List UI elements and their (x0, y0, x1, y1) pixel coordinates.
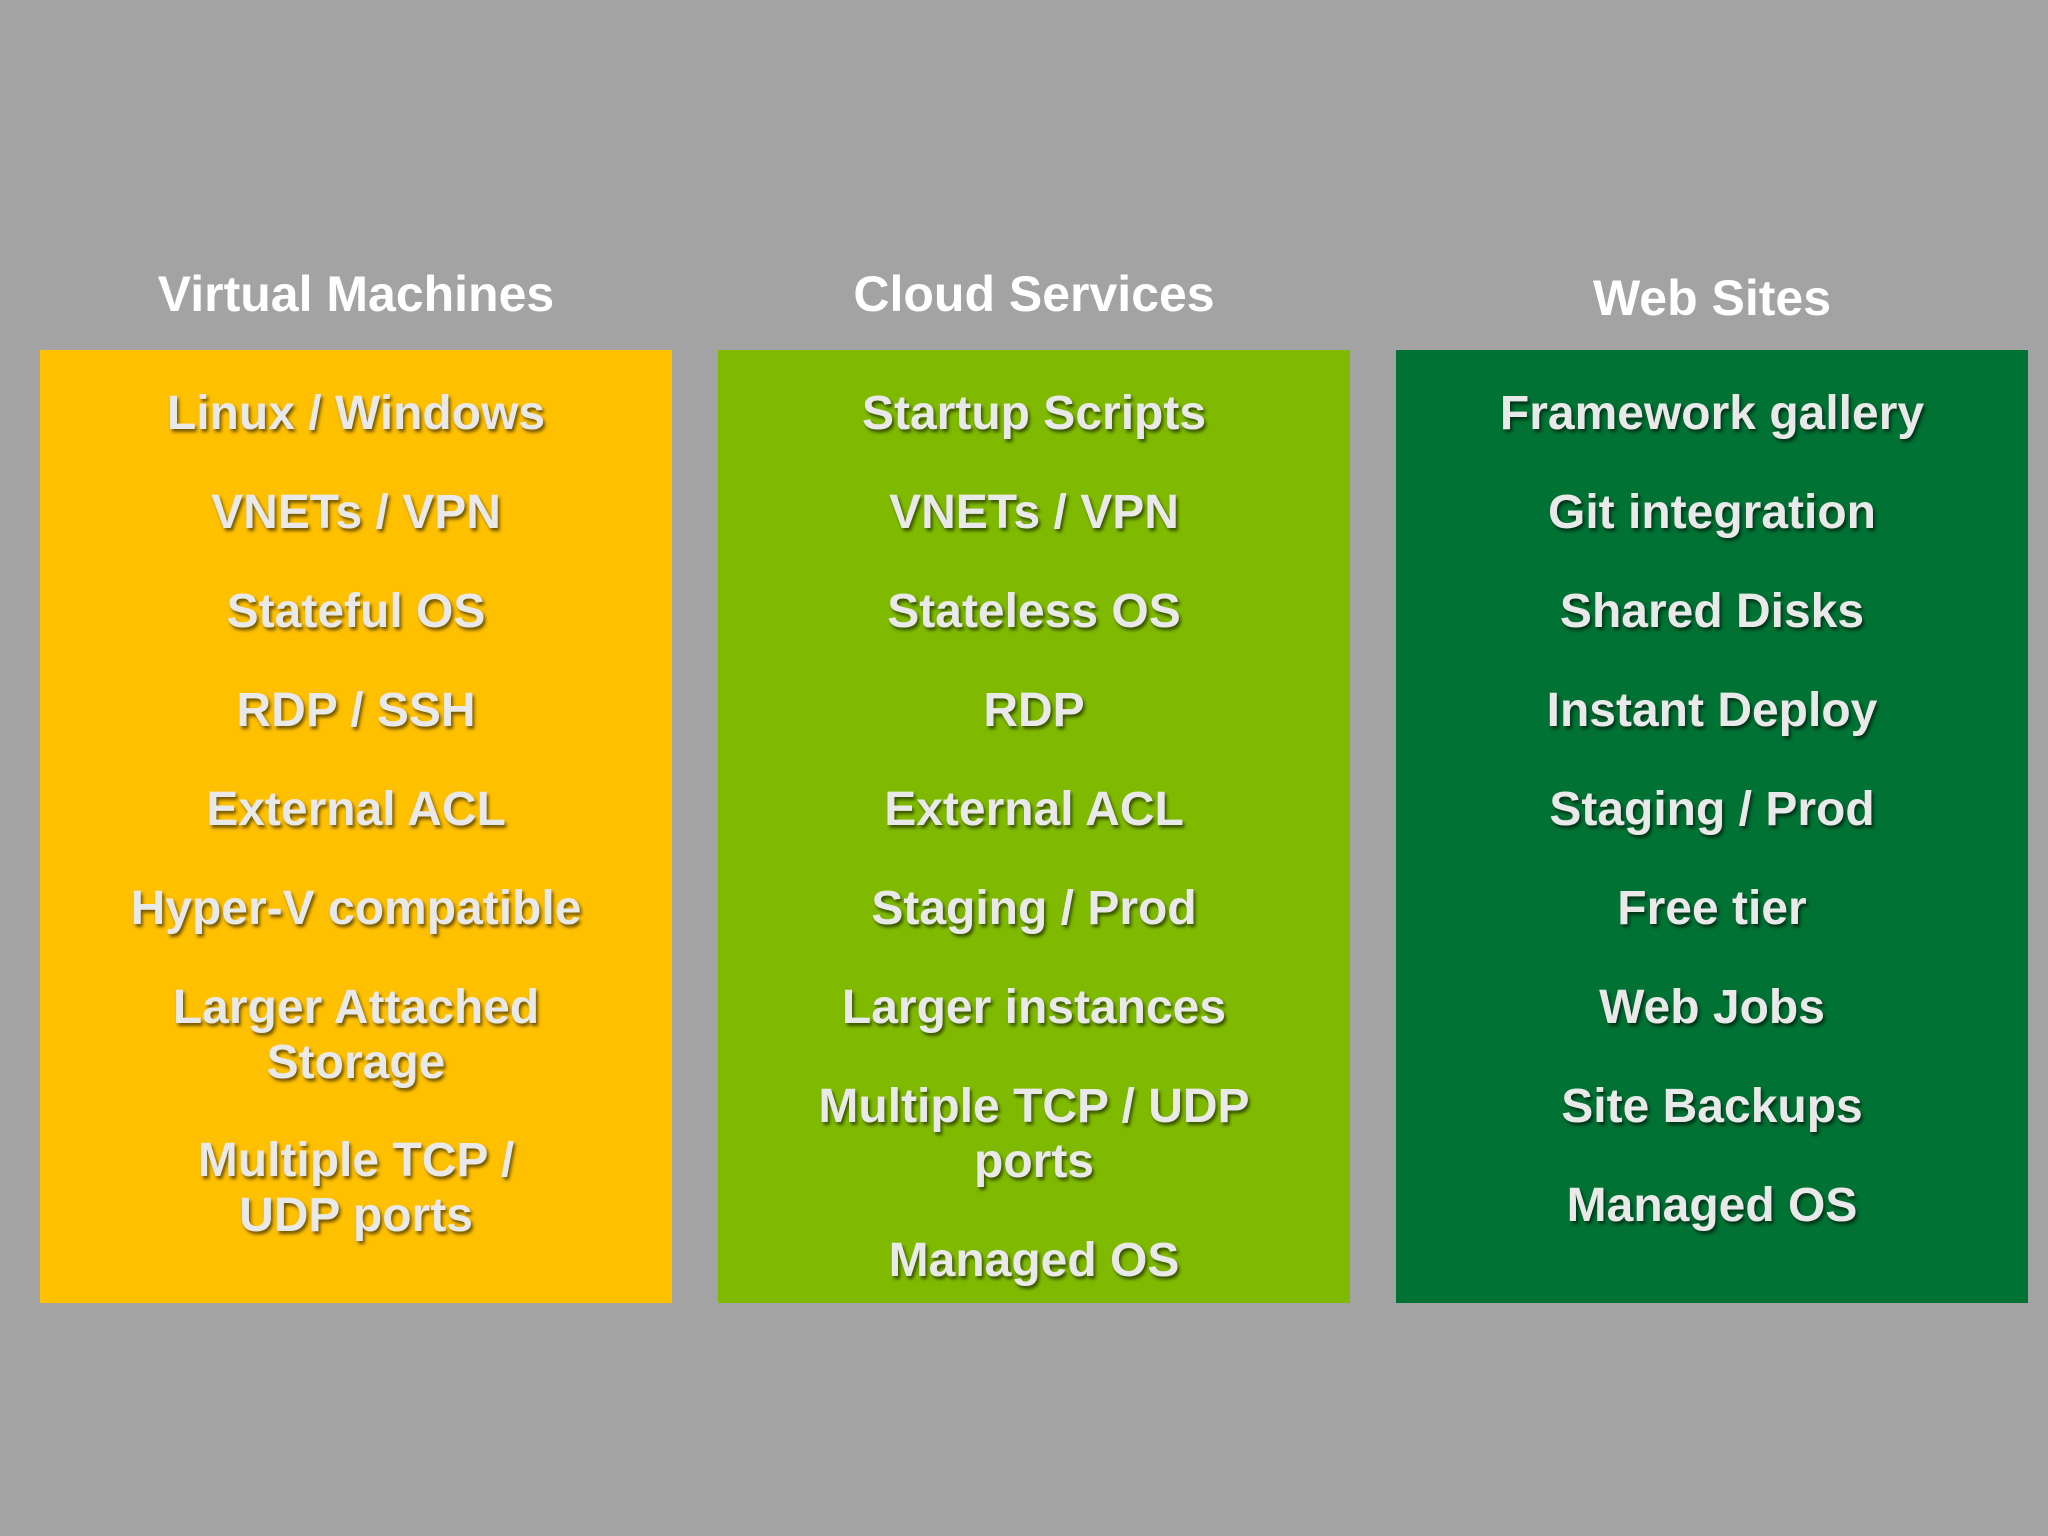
feature-item: Shared Disks (1559, 585, 1865, 638)
feature-item: Managed OS (1566, 1179, 1858, 1232)
feature-item: VNETs / VPN (889, 486, 1179, 539)
feature-item: RDP / SSH (236, 684, 476, 737)
feature-item: Startup Scripts (861, 387, 1207, 440)
feature-item: VNETs / VPN (211, 486, 501, 539)
feature-panel: Startup Scripts VNETs / VPN Stateless OS… (718, 350, 1350, 1303)
feature-item: Multiple TCP / UDP ports (197, 1134, 515, 1242)
feature-item: Framework gallery (1499, 387, 1925, 440)
feature-item: Stateless OS (887, 585, 1181, 638)
feature-item: Multiple TCP / UDP ports (818, 1080, 1250, 1188)
feature-item: Larger instances (841, 981, 1227, 1034)
feature-item: Instant Deploy (1546, 684, 1878, 737)
feature-item: Managed OS (888, 1234, 1180, 1287)
column-heading: Cloud Services (853, 266, 1215, 322)
feature-item: Site Backups (1561, 1080, 1863, 1133)
feature-item: Staging / Prod (871, 882, 1197, 935)
feature-item: External ACL (884, 783, 1184, 836)
column-heading: Virtual Machines (157, 266, 555, 322)
feature-item: Stateful OS (226, 585, 486, 638)
feature-item: Git integration (1548, 486, 1876, 539)
feature-item: Staging / Prod (1549, 783, 1875, 836)
feature-item: RDP (983, 684, 1085, 737)
feature-item: Linux / Windows (166, 387, 546, 440)
feature-item: Hyper-V compatible (130, 882, 582, 935)
feature-panel: Framework gallery Git integration Shared… (1396, 350, 2028, 1303)
feature-item: Free tier (1617, 882, 1807, 935)
feature-item: Web Jobs (1599, 981, 1825, 1034)
feature-item: Larger Attached Storage (172, 981, 540, 1089)
feature-item: External ACL (206, 783, 506, 836)
column-heading: Web Sites (1592, 270, 1832, 326)
feature-panel: Linux / Windows VNETs / VPN Stateful OS … (40, 350, 672, 1303)
